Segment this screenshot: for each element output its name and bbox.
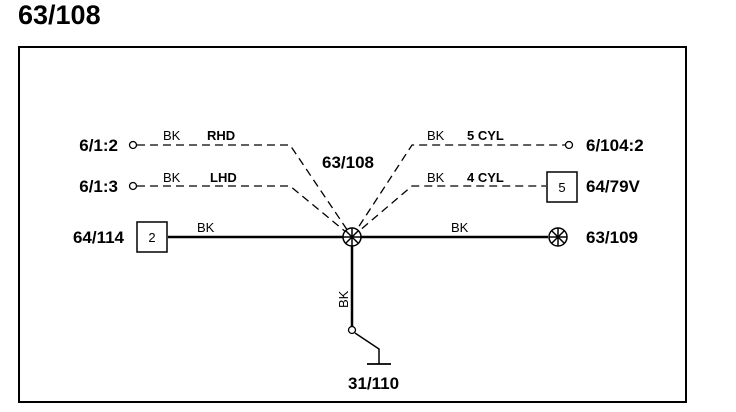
wire-lhd (137, 185, 353, 238)
wire-color-label: BK (197, 220, 215, 235)
splice-cross-circle-icon (548, 227, 568, 247)
label-64-114: 64/114 (73, 228, 125, 247)
wire-variant-label: RHD (207, 128, 235, 143)
splice-cross-circle-icon (342, 227, 362, 247)
label-31-110: 31/110 (348, 374, 399, 393)
ground-icon (347, 325, 391, 365)
label-63-109: 63/109 (586, 228, 638, 247)
label-6-1-2: 6/1:2 (79, 136, 118, 155)
open-terminal-circle-icon (564, 140, 574, 150)
wire-color-label-vertical: BK (336, 290, 351, 308)
open-terminal-circle-icon (128, 140, 138, 150)
page-title: 63/108 (18, 0, 101, 30)
open-terminal-circle-icon (128, 181, 138, 191)
wire-variant-label: 5 CYL (467, 128, 504, 143)
wire-color-label: BK (163, 128, 181, 143)
wire-color-label: BK (163, 170, 181, 185)
connector-box-64-114 (136, 221, 168, 253)
label-6-104-2: 6/104:2 (586, 136, 644, 155)
wire-color-label: BK (427, 128, 445, 143)
label-64-79v: 64/79V (586, 177, 641, 196)
wire-variant-label: 4 CYL (467, 170, 504, 185)
wire-5cyl (351, 144, 565, 238)
label-center-splice: 63/108 (322, 153, 374, 172)
wire-color-label: BK (427, 170, 445, 185)
connector-pin-left: 2 (148, 230, 155, 245)
wire-4cyl (351, 185, 546, 238)
connector-pin-right: 5 (558, 180, 565, 195)
wire-color-label: BK (451, 220, 469, 235)
wire-variant-label: LHD (210, 170, 237, 185)
diagram-frame (18, 46, 687, 403)
label-6-1-3: 6/1:3 (79, 177, 118, 196)
connector-box-64-79v (546, 171, 578, 203)
wire-rhd (137, 144, 353, 238)
